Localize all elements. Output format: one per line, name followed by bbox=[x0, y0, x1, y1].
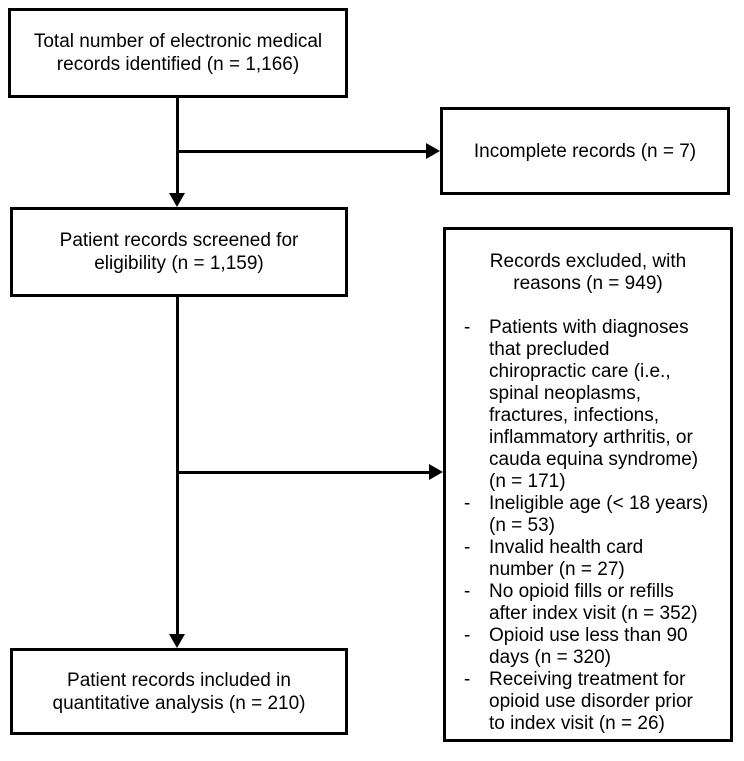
box-records-identified-text: Total number of electronic medical recor… bbox=[33, 31, 323, 75]
arrowhead-right-icon bbox=[429, 464, 443, 480]
exclusion-reason-text: Ineligible age (< 18 years) (n = 53) bbox=[489, 493, 709, 536]
box-records-included-text: Patient records included in quantitative… bbox=[52, 669, 306, 714]
exclusion-reason-item: -Opioid use less than 90 days (n = 320) bbox=[464, 625, 725, 669]
connector-screened-to-included bbox=[176, 297, 179, 635]
connector-branch-to-incomplete bbox=[176, 150, 427, 153]
dash-marker: - bbox=[464, 537, 471, 558]
dash-marker: - bbox=[464, 581, 471, 602]
exclusion-reason-item: -Receiving treatment for opioid use diso… bbox=[464, 669, 725, 735]
exclusion-reason-text: No opioid fills or refills after index v… bbox=[489, 581, 698, 624]
box-records-screened: Patient records screened for eligibility… bbox=[10, 207, 348, 297]
box-incomplete-records: Incomplete records (n = 7) bbox=[440, 107, 730, 195]
box-incomplete-records-text: Incomplete records (n = 7) bbox=[473, 140, 697, 162]
dash-marker: - bbox=[464, 625, 471, 646]
exclusion-reason-item: -Invalid health card number (n = 27) bbox=[464, 537, 725, 581]
exclusion-reason-list: -Patients with diagnoses that precluded … bbox=[446, 317, 730, 735]
arrowhead-down-icon bbox=[169, 634, 185, 648]
box-records-excluded: Records excluded, with reasons (n = 949)… bbox=[443, 227, 733, 742]
dash-marker: - bbox=[464, 493, 471, 514]
exclusion-reason-text: Patients with diagnoses that precluded c… bbox=[489, 317, 699, 492]
excluded-box-title: Records excluded, with reasons (n = 949) bbox=[489, 251, 687, 294]
connector-branch-to-excluded bbox=[176, 471, 430, 474]
exclusion-reason-text: Opioid use less than 90 days (n = 320) bbox=[489, 625, 688, 668]
arrowhead-down-icon bbox=[169, 193, 185, 207]
dash-marker: - bbox=[464, 317, 471, 338]
dash-marker: - bbox=[464, 669, 471, 690]
exclusion-reason-text: Receiving treatment for opioid use disor… bbox=[489, 669, 693, 734]
connector-identified-to-screened bbox=[176, 98, 179, 194]
exclusion-reason-item: -Patients with diagnoses that precluded … bbox=[464, 317, 725, 493]
box-records-included: Patient records included in quantitative… bbox=[10, 648, 348, 735]
exclusion-reason-text: Invalid health card number (n = 27) bbox=[489, 537, 644, 580]
exclusion-reason-item: -Ineligible age (< 18 years) (n = 53) bbox=[464, 493, 725, 537]
box-records-screened-text: Patient records screened for eligibility… bbox=[59, 230, 299, 274]
arrowhead-right-icon bbox=[426, 143, 440, 159]
exclusion-reason-item: -No opioid fills or refills after index … bbox=[464, 581, 725, 625]
box-records-identified: Total number of electronic medical recor… bbox=[8, 8, 348, 98]
